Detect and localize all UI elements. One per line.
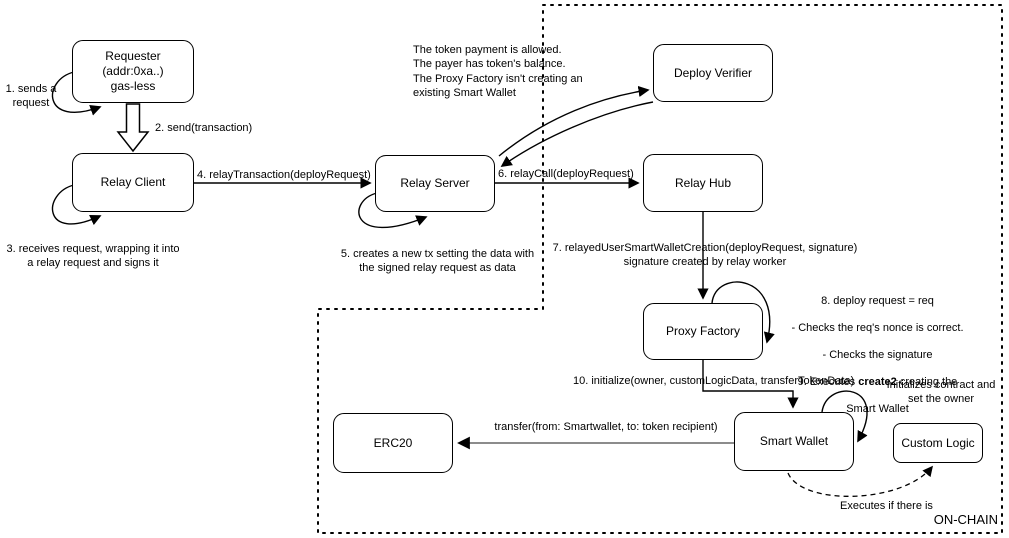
label-step8-line2: - Checks the req's nonce is correct. bbox=[791, 322, 964, 335]
node-proxy-factory: Proxy Factory bbox=[643, 303, 763, 360]
onchain-boundary bbox=[317, 4, 1003, 534]
label-step8-line1: 8. deploy request = req bbox=[821, 295, 934, 308]
node-smart-wallet: Smart Wallet bbox=[734, 412, 854, 471]
node-relay-server: Relay Server bbox=[375, 155, 495, 212]
label-initializes: Initializes contract and set the owner bbox=[886, 379, 996, 406]
label-step9-line2: Smart Wallet bbox=[846, 402, 909, 415]
label-step4: 4. relayTransaction(deployRequest) bbox=[197, 169, 371, 181]
verifier-to-server-arrow bbox=[500, 101, 654, 167]
label-step8-9: 8. deploy request = req - Checks the req… bbox=[765, 282, 990, 416]
node-relay-client: Relay Client bbox=[72, 153, 194, 212]
label-step6: 6. relayCall(deployRequest) bbox=[498, 168, 634, 180]
label-step8-line3: - Checks the signature bbox=[822, 349, 933, 362]
label-step5: 5. creates a new tx setting the data wit… bbox=[340, 248, 535, 275]
label-verifier-checks: The token payment is allowed. The payer … bbox=[413, 44, 583, 99]
initialize-arrow bbox=[702, 360, 799, 409]
node-erc20: ERC20 bbox=[333, 413, 453, 473]
node-custom-logic: Custom Logic bbox=[893, 423, 983, 463]
label-step3: 3. receives request, wrapping it into a … bbox=[6, 243, 180, 270]
label-step7: 7. relayedUserSmartWalletCreation(deploy… bbox=[552, 242, 858, 269]
server-to-verifier-arrow bbox=[498, 85, 650, 157]
node-relay-hub: Relay Hub bbox=[643, 154, 763, 212]
label-step10: 10. initialize(owner, customLogicData, t… bbox=[573, 375, 855, 387]
label-step9-pre: 9. Executes bbox=[797, 375, 859, 388]
proxy-factory-self-loop-arrow bbox=[711, 281, 775, 344]
label-step9-post: creating the bbox=[896, 375, 958, 388]
node-requester: Requester (addr:0xa..) gas-less bbox=[72, 40, 194, 103]
label-transfer: transfer(from: Smartwallet, to: token re… bbox=[494, 421, 718, 433]
node-deploy-verifier: Deploy Verifier bbox=[653, 44, 773, 102]
label-onchain: ON-CHAIN bbox=[933, 512, 998, 527]
label-step2: 2. send(transaction) bbox=[155, 122, 253, 134]
label-step9-create2: create2 bbox=[858, 375, 897, 388]
relay-server-self-loop-arrow bbox=[358, 192, 428, 229]
requester-self-loop-arrow bbox=[51, 71, 102, 116]
send-transaction-block-arrow bbox=[116, 103, 150, 153]
label-executes-if: Executes if there is bbox=[840, 500, 933, 512]
relay-client-self-loop-arrow bbox=[51, 184, 102, 226]
label-step1: 1. sends a request bbox=[5, 83, 57, 110]
smart-wallet-self-loop-arrow bbox=[821, 390, 868, 443]
executes-custom-logic-arrow bbox=[787, 465, 933, 497]
